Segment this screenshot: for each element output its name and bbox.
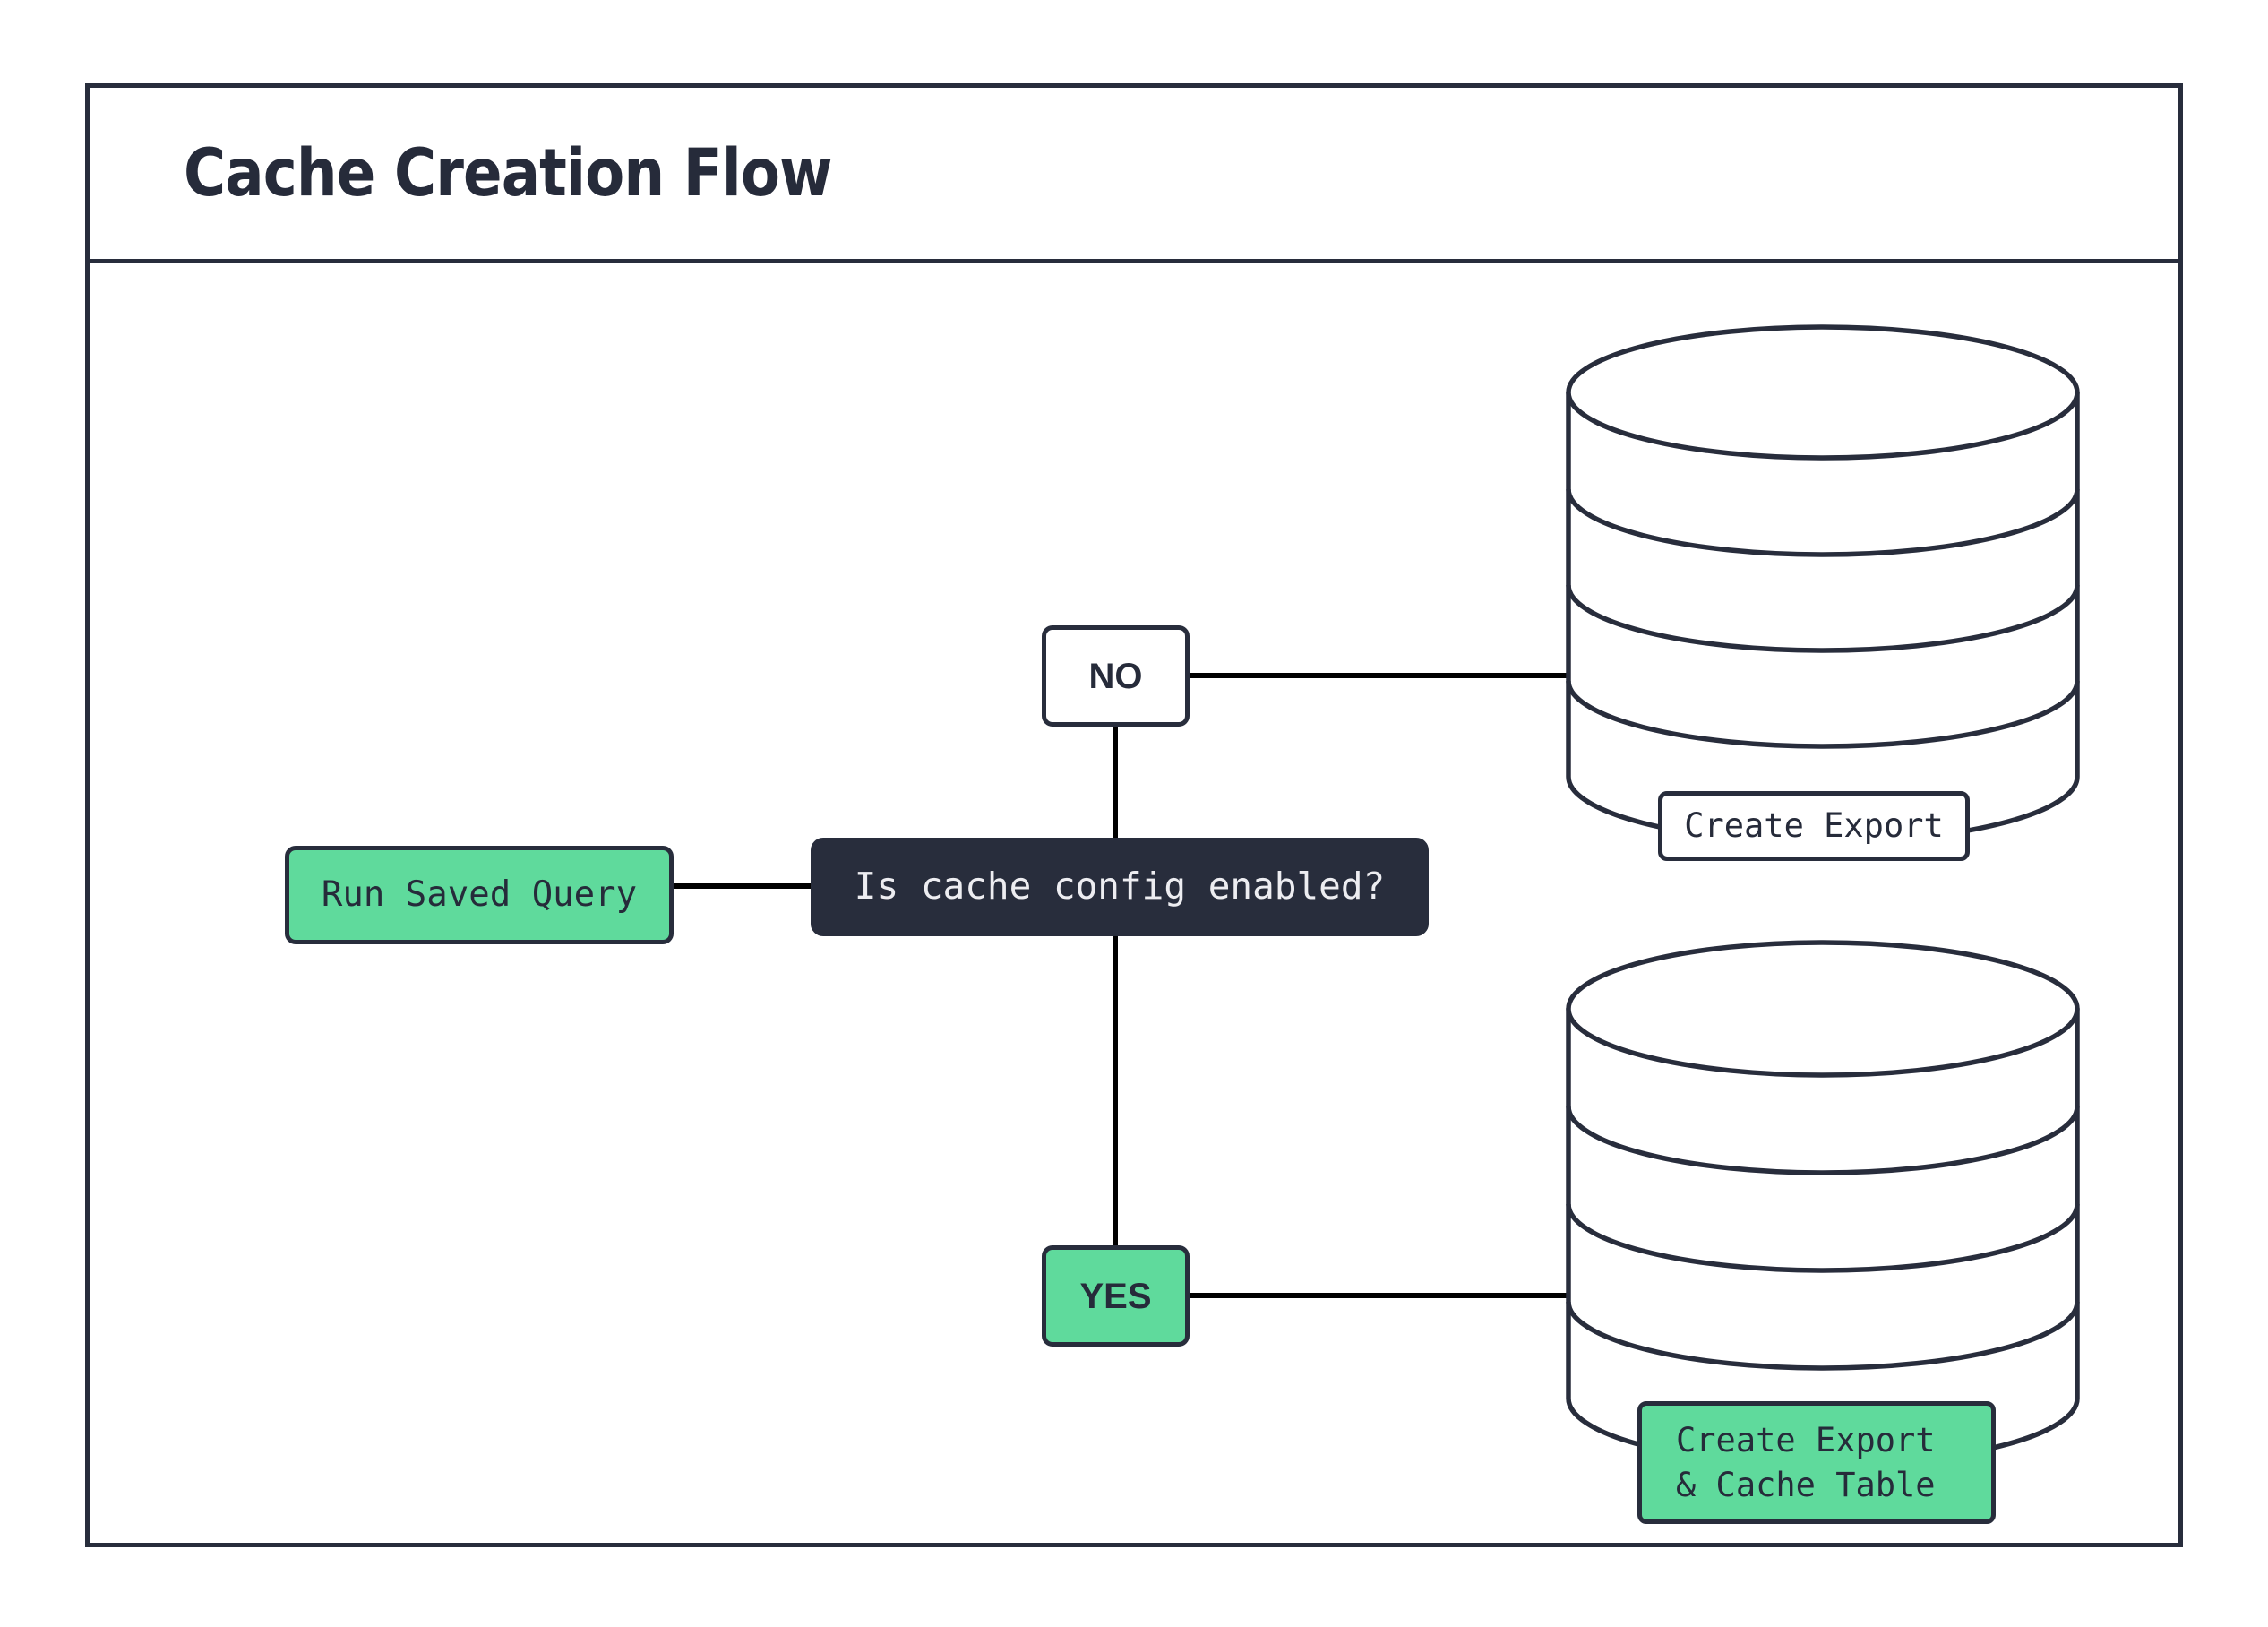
database-cylinder-create-export-cache-table[interactable]	[1564, 937, 2082, 1470]
node-label-create-export-cache-table-line2: & Cache Table	[1676, 1465, 1936, 1504]
node-decision-is-cache-config-enabled[interactable]: Is cache config enabled?	[811, 838, 1429, 936]
page-title: Cache Creation Flow	[184, 135, 833, 211]
diagram-canvas: Run Saved Query Is cache config enabled?…	[90, 263, 2178, 1543]
node-label-create-export-cache-table[interactable]: Create Export & Cache Table	[1637, 1401, 1996, 1524]
edge-decision-to-yes	[1113, 934, 1118, 1248]
edge-label-yes[interactable]: YES	[1042, 1245, 1190, 1347]
edge-run-saved-query-to-decision	[674, 883, 812, 889]
database-icon	[1566, 324, 2080, 845]
edge-decision-to-no	[1113, 724, 1118, 840]
node-label-create-export-text: Create Export	[1684, 806, 1944, 846]
edge-no-to-create-export	[1188, 673, 1573, 678]
node-label-create-export[interactable]: Create Export	[1658, 791, 1970, 861]
edge-label-no[interactable]: NO	[1042, 625, 1190, 727]
diagram-frame: Cache Creation Flow	[85, 83, 2183, 1547]
diagram-header: Cache Creation Flow	[90, 88, 2178, 263]
database-cylinder-create-export[interactable]	[1564, 323, 2082, 847]
database-icon	[1566, 940, 2080, 1468]
edge-yes-to-create-export-cache-table	[1188, 1293, 1573, 1298]
node-label-create-export-cache-table-line1: Create Export	[1676, 1421, 1936, 1460]
node-run-saved-query[interactable]: Run Saved Query	[285, 846, 674, 944]
